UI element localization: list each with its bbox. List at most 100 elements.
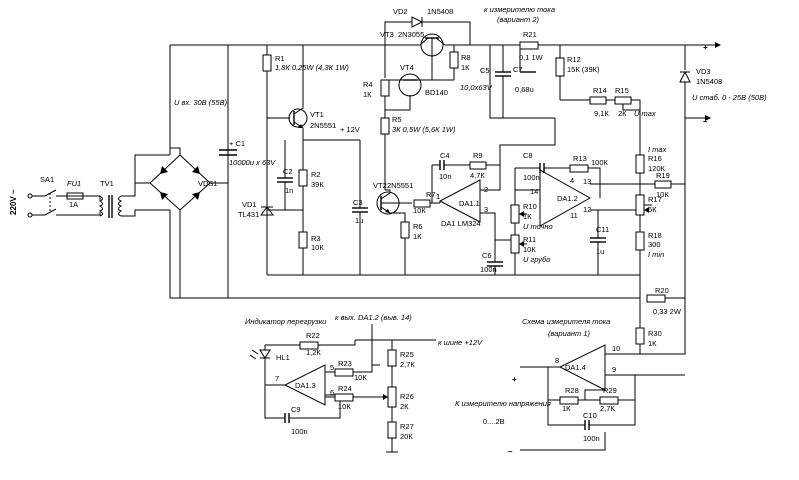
r23-label: R23: [338, 359, 352, 368]
c3-value: 1u: [355, 216, 363, 225]
r13-label: R13: [573, 154, 587, 163]
vd2-label: VD2: [393, 7, 408, 16]
r15-label: R15: [615, 86, 629, 95]
r7-value: 10К: [413, 206, 426, 215]
da14-label: DA1.4: [565, 363, 586, 372]
r11-label: R11: [523, 235, 536, 244]
vt2-type: 2N5551: [387, 181, 413, 190]
current-scheme-title: Схема измерителя тока: [522, 317, 610, 326]
c2-label: C2: [283, 167, 293, 176]
r20-value: 0,33 2W: [653, 307, 682, 316]
c8-value: 100n: [523, 173, 540, 182]
bus12-label: к шине +12V: [438, 338, 483, 347]
current-limit: I max R16 120К R17 5К R18 300 I min R19 …: [600, 140, 685, 298]
pin3: 3: [484, 205, 488, 214]
c8-label: C8: [523, 151, 533, 160]
r22-value: 1,2К: [306, 348, 321, 357]
c6-label: C6: [482, 251, 492, 260]
c7-value: 0,68u: [515, 85, 534, 94]
r26-value: 2К: [400, 402, 409, 411]
vt1-label: VT1: [310, 110, 324, 119]
r15-value: 2К: [618, 109, 627, 118]
r4-label: R4: [363, 80, 373, 89]
r25-label: R25: [400, 350, 414, 359]
hl1-label: HL1: [276, 353, 290, 362]
da12-label: DA1.2: [557, 194, 578, 203]
imin-label: I min: [648, 250, 664, 259]
r9-value: 4,7К: [470, 171, 485, 180]
c3-label: C3: [353, 198, 363, 207]
r8-value: 1К: [461, 63, 470, 72]
tv1-label: TV1: [100, 179, 114, 188]
r12-label: R12: [567, 55, 581, 64]
pin1: 1: [436, 192, 440, 201]
vt4-type: BD140: [425, 88, 448, 97]
voltage-pots: R10 1К U точно R11 10К U грубо: [495, 168, 553, 275]
plus12-label: + 12V: [340, 125, 360, 134]
u-coarse-label: U грубо: [523, 255, 550, 264]
meter-plus: +: [512, 375, 517, 384]
voltmeter-label: К измерителю напряжения: [455, 399, 551, 408]
c5-label: C5: [480, 66, 490, 75]
sa1-label: SA1: [40, 175, 54, 184]
r21-value: 0,1 1W: [519, 53, 544, 62]
r17-value: 5К: [648, 205, 657, 214]
r24-value: 10К: [338, 402, 351, 411]
pass-transistors: VD2 1N5408 VT3 2N3055 R8 1К VT4 BD140 R4…: [363, 7, 471, 190]
r18-value: 300: [648, 240, 661, 249]
vd3-label: VD3: [696, 67, 711, 76]
c6-value: 100n: [480, 265, 497, 274]
vt2-label: VT2: [373, 181, 387, 190]
r17-label: R17: [648, 195, 662, 204]
r18-label: R18: [648, 231, 662, 240]
r29-label: R29: [603, 386, 617, 395]
vd3-type: 1N5408: [696, 77, 722, 86]
pin12: 12: [583, 205, 591, 214]
r4-value: 1К: [363, 90, 372, 99]
r25-value: 2,7К: [400, 360, 415, 369]
pin7: 7: [275, 374, 279, 383]
r11-value: 10К: [523, 245, 536, 254]
vt4-label: VT4: [400, 63, 414, 72]
r19-label: R19: [656, 171, 670, 180]
ustab-label: U стаб. 0 - 25В (50В): [692, 93, 767, 102]
variant1-label: (вариант 1): [548, 329, 591, 338]
c7-label: C7: [513, 65, 523, 74]
r3-value: 10К: [311, 243, 324, 252]
c4-label: C4: [440, 151, 450, 160]
r9-label: R9: [473, 151, 483, 160]
da1-type: DA1 LM324: [441, 219, 481, 228]
r20-label: R20: [655, 286, 669, 295]
r19-value: 10К: [656, 190, 669, 199]
mains-input: 220V ~ SA1 FU1 1A TV1: [9, 154, 170, 218]
fu1-label: FU1: [67, 179, 81, 188]
r6-label: R6: [413, 222, 423, 231]
fu1-value: 1A: [69, 200, 78, 209]
overload-indicator: Индикатор перегрузки к вых. DA1.2 (выв. …: [245, 313, 483, 453]
r1-label: R1: [275, 54, 285, 63]
r2-value: 39К: [311, 180, 324, 189]
u-fine-label: U точно: [523, 222, 553, 231]
c1: + C1 10000u х 63V U вх. 30В (55В): [174, 98, 276, 167]
pin8: 8: [555, 356, 559, 365]
out-plus: +: [703, 43, 708, 52]
r29-value: 2,7К: [600, 404, 615, 413]
r8-label: R8: [461, 53, 471, 62]
da13-label: DA1.3: [295, 381, 316, 390]
c11-value: 1u: [596, 247, 604, 256]
pin9: 9: [612, 365, 616, 374]
opamp-da12: DA1.2 4 11 14 13 12 C8 100n R13 100К C11…: [514, 151, 640, 275]
pin10: 10: [612, 344, 620, 353]
pin11: 11: [570, 211, 578, 220]
r13-value: 100К: [591, 158, 609, 167]
r24-label: R24: [338, 384, 352, 393]
variant2-label: (вариант 2): [497, 15, 540, 24]
mains-label: 220V ~: [9, 189, 18, 215]
r6-value: 1К: [413, 232, 422, 241]
r2-label: R2: [311, 170, 321, 179]
r10-value: 1К: [523, 212, 532, 221]
r10-label: R10: [523, 202, 537, 211]
pin5: 5: [330, 363, 334, 372]
bridge-vds1: VDS1: [135, 45, 228, 298]
